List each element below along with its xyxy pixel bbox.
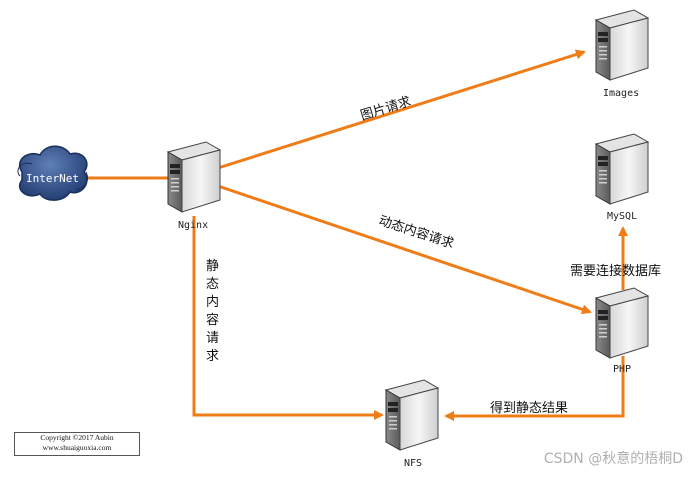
nginx-server-icon <box>167 141 221 213</box>
images-server-icon <box>595 9 649 81</box>
mysql-label: MySQL <box>607 211 637 222</box>
php-label: PHP <box>613 364 631 375</box>
edge-nginx-nfs <box>192 216 384 420</box>
edge-label-static-result: 得到静态结果 <box>490 400 568 416</box>
internet-label: InterNet <box>26 172 79 185</box>
watermark: CSDN @秋意的梧桐D <box>543 451 683 467</box>
edge-php-nfs <box>444 356 625 421</box>
edge-label-db-connect: 需要连接数据库 <box>570 263 661 279</box>
static-request-char: 容 <box>206 312 219 328</box>
edge-label-dynamic-request: 动态内容请求 <box>377 213 456 252</box>
nginx-label: Nginx <box>178 220 208 231</box>
internet-cloud-icon <box>17 145 89 201</box>
static-request-char: 内 <box>206 294 219 310</box>
nfs-label: NFS <box>404 458 422 469</box>
edge-label-image-request: 图片请求 <box>359 94 413 124</box>
images-label: Images <box>603 88 639 99</box>
copyright-line-1: Copyright ©2017 Aubin <box>40 433 114 442</box>
copyright-line-2: www.shuaiguoxia.com <box>42 443 112 452</box>
static-request-char: 求 <box>206 349 219 364</box>
copyright-box: Copyright ©2017 Aubin www.shuaiguoxia.co… <box>14 432 140 456</box>
static-request-char: 静 <box>206 259 219 274</box>
edge-nginx-php <box>217 184 592 315</box>
edge-nginx-images <box>217 49 586 170</box>
nfs-server-icon <box>385 379 439 451</box>
edge-label-static-request: 静 态 内 容 请 求 <box>206 259 219 364</box>
php-server-icon <box>595 287 649 359</box>
mysql-server-icon <box>595 133 649 205</box>
static-request-char: 请 <box>206 331 219 346</box>
static-request-char: 态 <box>206 277 219 292</box>
